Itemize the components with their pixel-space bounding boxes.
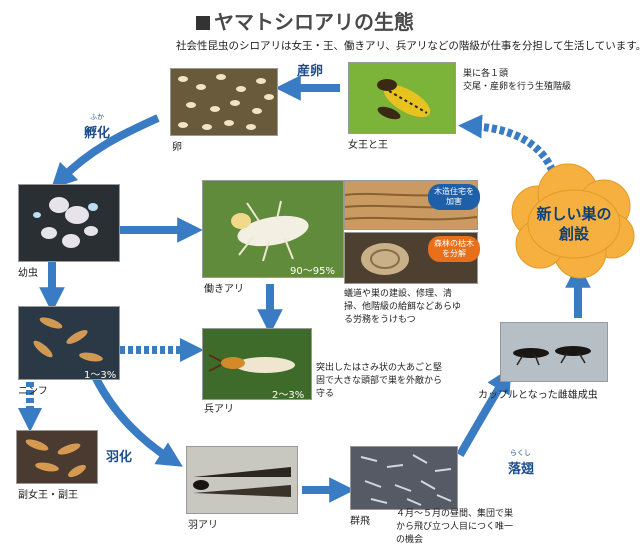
- photo-eggs: [170, 68, 278, 136]
- arrow-nymph-to-alate: [88, 368, 183, 467]
- stage-label-fuka: 孵化: [84, 126, 111, 141]
- caption-couple: カップルとなった雌雄成虫: [478, 390, 598, 401]
- photo-alate: [186, 446, 298, 514]
- arrow-swarm-to-couple: [456, 366, 512, 457]
- caption-queen-king: 女王と王: [348, 140, 388, 151]
- swarm-note: ４月～５月の昼間、集団で巣から飛び立つ人目につく唯一の機会: [396, 509, 514, 545]
- caption-egg: 卵: [172, 142, 182, 153]
- caption-larva: 幼虫: [18, 268, 38, 279]
- photo-larva: [18, 184, 120, 262]
- photo-sub-queen-king: [16, 430, 98, 484]
- stage-ruby-rakushi: らくし: [510, 449, 531, 457]
- stage-label-uka: 羽化: [106, 450, 133, 465]
- photo-nymph: [18, 306, 120, 380]
- caption-swarm: 群飛: [350, 516, 370, 527]
- photo-worker: [202, 180, 344, 278]
- arrow-egg-to-larva: [50, 114, 160, 190]
- caption-nymph: ニンフ: [18, 386, 48, 397]
- soldier-note: 突出したはさみ状の大あごと堅固で大きな頭部で巣を外敵から守る: [316, 363, 443, 399]
- queen-note-line2: 交尾・産卵を行う生殖階級: [463, 82, 572, 92]
- worker-percentage: 90～95%: [290, 266, 335, 277]
- title-square-icon: [196, 16, 210, 30]
- photo-queen-king: [348, 62, 456, 134]
- soldier-percentage: 2～3%: [272, 390, 305, 401]
- arrow-nest-to-queen: [458, 114, 559, 180]
- photo-swarm: [350, 446, 458, 510]
- title-text: ヤマトシロアリの生態: [214, 10, 414, 34]
- caption-sub-queen-king: 副女王・副王: [18, 490, 78, 501]
- queen-note-line1: 巣に各１頭: [463, 69, 509, 79]
- stage-label-rakushi: 落翅: [508, 462, 535, 477]
- new-nest-line1: 新しい巣の: [536, 205, 612, 223]
- subtitle: 社会性昆虫のシロアリは女王・王、働きアリ、兵アリなどの階級が仕事を分担して生活し…: [176, 40, 640, 52]
- photo-soldier: [202, 328, 312, 400]
- stage-ruby-fuka: ふか: [90, 113, 104, 121]
- photo-couple: [500, 322, 608, 382]
- badge-forest: 森林の枯木を分解: [428, 236, 480, 262]
- caption-alate: 羽アリ: [188, 520, 218, 531]
- stage-label-sanran: 産卵: [297, 64, 324, 79]
- new-nest-line2: 創設: [558, 225, 589, 243]
- page-title: ヤマトシロアリの生態: [196, 6, 414, 35]
- nymph-percentage: 1～3%: [84, 370, 117, 381]
- new-nest-label: 新しい巣の 創設: [516, 204, 632, 244]
- caption-soldier: 兵アリ: [204, 404, 234, 415]
- worker-note: 蟻道や巣の建設、修理、清掃、他階級の給餌などあらゆる労務をうけもつ: [344, 289, 462, 325]
- caption-worker: 働きアリ: [204, 284, 244, 295]
- badge-wooden-house: 木造住宅を加害: [428, 184, 480, 210]
